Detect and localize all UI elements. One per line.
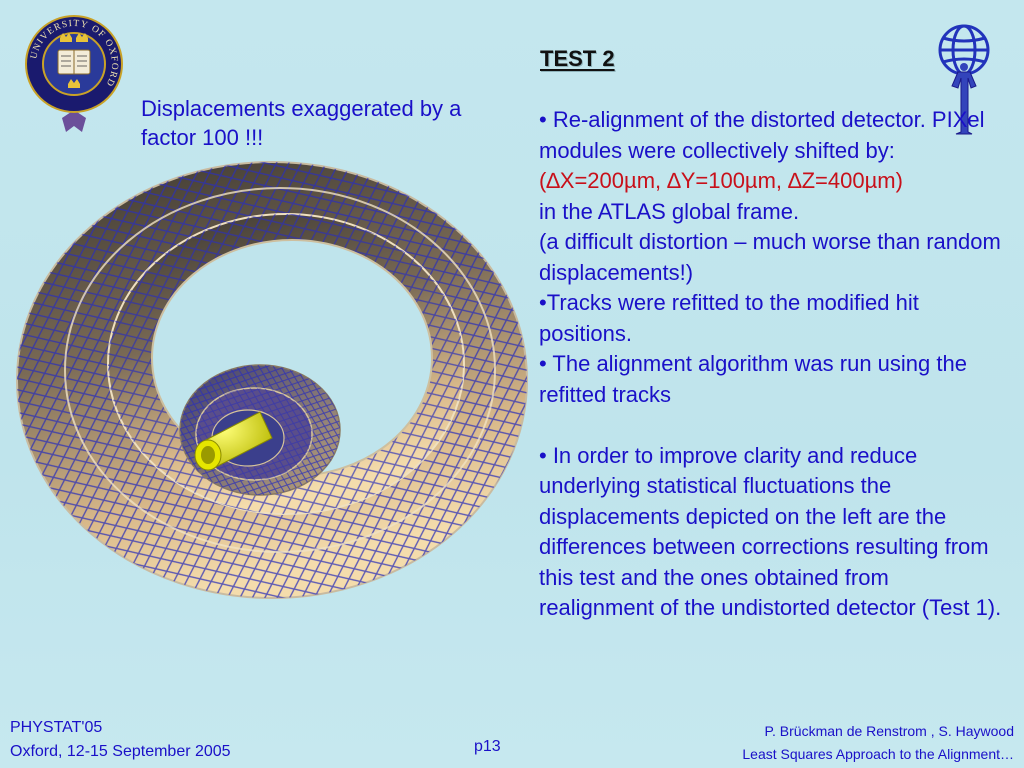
atlas-logo-icon [938,24,990,135]
author-names: P. Brückman de Renstrom , S. Haywood [764,723,1014,739]
conference-name: PHYSTAT'05 [10,719,103,736]
talk-title: Least Squares Approach to the Alignment… [742,746,1014,762]
spacer [539,410,1009,441]
frame-note: in the ATLAS global frame. [539,198,800,224]
bullet-realignment: • Re-alignment of the distorted detector… [539,107,985,163]
page-number: p13 [474,738,501,755]
bullet-algorithm: • The alignment algorithm was run using … [539,351,967,407]
bullet-clarity: • In order to improve clarity and reduce… [539,442,1002,621]
shift-values: (∆X=200µm, ∆Y=100µm, ∆Z=400µm) [539,168,903,193]
conference-location: Oxford, 12-15 September 2005 [10,743,231,760]
slide-title: TEST 2 [540,46,615,71]
pixel-detector-image [16,161,528,599]
footer-authors: P. Brückman de Renstrom , S. Haywood Lea… [742,720,1014,766]
distortion-note: (a difficult distortion – much worse tha… [539,229,1001,285]
oxford-seal-icon: UNIVERSITY OF OXFORD [25,15,123,132]
footer-conference: PHYSTAT'05 Oxford, 12-15 September 2005 [10,716,231,764]
figure-caption: Displacements exaggerated by a factor 10… [141,96,462,150]
bullet-refit: •Tracks were refitted to the modified hi… [539,290,919,346]
slide-body: • Re-alignment of the distorted detector… [539,105,1009,624]
